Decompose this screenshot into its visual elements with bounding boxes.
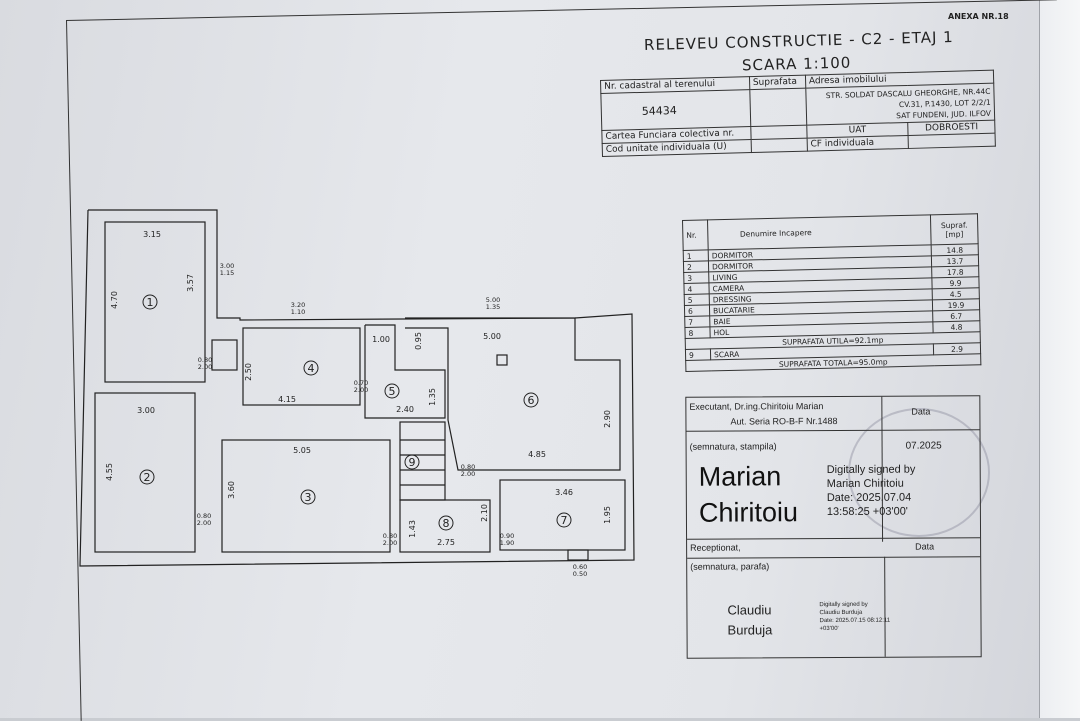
text-label: 2.50	[244, 363, 253, 381]
text-label: 2.75	[437, 538, 455, 547]
text-label: 0.80	[383, 532, 397, 540]
room-number: 4	[308, 362, 315, 375]
page-edge	[1039, 0, 1080, 718]
text-label: 2.00	[197, 519, 211, 527]
room-number: 6	[528, 394, 535, 407]
dimension-labels: 3.15 4.70 3.57 3.00 4.55 2.50 4.15 5.05 …	[105, 230, 612, 547]
stamp-seal	[848, 408, 990, 537]
text-label: 3.60	[227, 481, 236, 499]
text-label: 3.20	[291, 301, 305, 309]
room-number: 9	[409, 456, 416, 469]
text-label: 2.40	[396, 405, 414, 414]
text-label: 0.50	[573, 570, 587, 578]
text-label: 1.15	[220, 269, 234, 277]
text-label: 3.00	[137, 406, 155, 415]
text-label: 1.95	[603, 506, 612, 524]
text-label: 0.90	[500, 532, 514, 540]
text-label: 3.00	[220, 262, 234, 270]
text-label: 2.10	[480, 504, 489, 522]
text-label: 1.10	[291, 308, 305, 316]
text-label: 0.80	[197, 512, 211, 520]
room-number: 3	[305, 491, 312, 504]
room-number: 2	[144, 471, 151, 484]
text-label: 1.43	[408, 520, 417, 538]
text-label: 2.00	[354, 386, 368, 394]
text-label: 2.00	[383, 539, 397, 547]
text-label: 0.95	[414, 332, 423, 350]
room-number: 7	[561, 514, 568, 527]
text-label: 1.35	[486, 303, 500, 311]
text-label: 2.00	[461, 470, 475, 478]
room-number: 5	[389, 385, 396, 398]
text-label: 4.15	[278, 395, 296, 404]
opening-labels: 3.001.15 3.201.10 5.001.35 0.802.00 0.70…	[197, 262, 587, 578]
text-label: 2.00	[198, 363, 212, 371]
annex-number: ANEXA NR.18	[948, 12, 1009, 21]
walls	[79, 209, 635, 567]
text-label: 2.90	[603, 410, 612, 428]
text-label: 5.05	[293, 446, 311, 455]
text-label: 3.57	[186, 274, 195, 292]
text-label: 4.85	[528, 450, 546, 459]
text-label: 0.80	[461, 463, 475, 471]
text-label: 0.70	[354, 379, 368, 387]
room-number: 1	[147, 296, 154, 309]
text-label: 3.46	[555, 488, 573, 497]
room-numbers: 1 2 3 4 5 6 7 8 9	[139, 294, 572, 531]
room-number: 8	[443, 517, 450, 530]
text-label: 0.80	[198, 356, 212, 364]
text-label: 1.00	[372, 335, 390, 344]
text-label: 4.55	[105, 463, 114, 481]
text-label: 1.90	[500, 539, 514, 547]
text-label: 0.60	[573, 563, 587, 571]
text-label: 5.00	[486, 296, 500, 304]
text-label: 5.00	[483, 332, 501, 341]
text-label: 4.70	[110, 291, 119, 309]
text-label: 1.35	[428, 388, 437, 406]
text-label: 3.15	[143, 230, 161, 239]
